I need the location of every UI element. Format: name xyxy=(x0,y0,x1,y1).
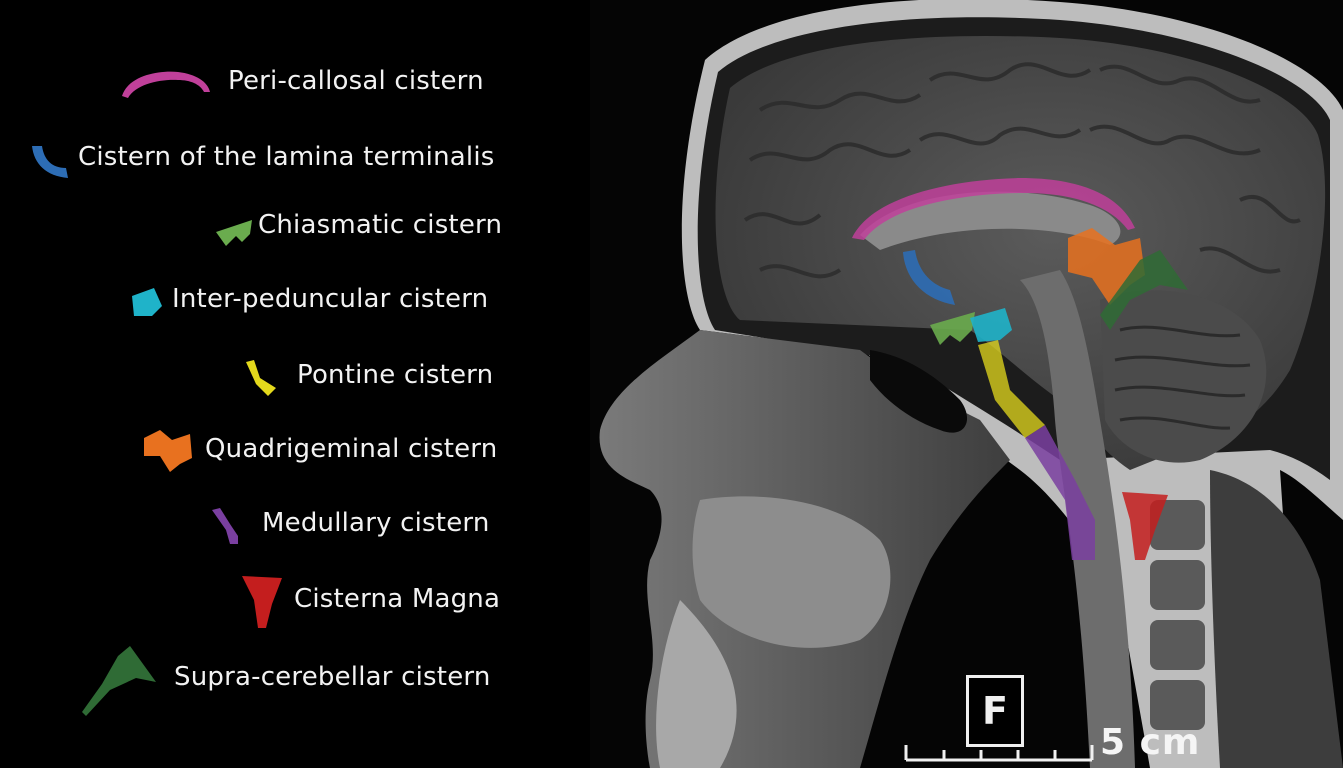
interpeduncular-shape-icon xyxy=(132,288,162,316)
quadrigeminal-shape-icon xyxy=(144,430,192,472)
overlay-supracerebellar xyxy=(1100,250,1188,330)
overlay-lamina-terminalis xyxy=(903,250,955,305)
lamina-terminalis-shape-icon xyxy=(32,146,68,178)
overlay-interpeduncular xyxy=(970,308,1012,342)
legend-label-cisterna-magna: Cisterna Magna xyxy=(294,584,501,614)
legend-label-supracerebellar: Supra-cerebellar cistern xyxy=(174,662,491,692)
chiasmatic-shape-icon xyxy=(216,220,252,246)
overlay-chiasmatic xyxy=(930,312,975,345)
pericallosal-shape-icon xyxy=(122,71,210,98)
overlay-cisterna-magna xyxy=(1122,492,1168,560)
legend-label-medullary: Medullary cistern xyxy=(262,508,490,538)
overlay-medullary xyxy=(1025,425,1095,560)
legend-label-interpeduncular: Inter-peduncular cistern xyxy=(172,284,489,314)
overlay-pontine xyxy=(978,340,1045,438)
legend-label-quadrigeminal: Quadrigeminal cistern xyxy=(205,434,498,464)
orientation-marker: F xyxy=(966,675,1024,747)
cisterna-magna-shape-icon xyxy=(242,576,282,628)
pontine-shape-icon xyxy=(246,360,276,396)
legend-label-chiasmatic: Chiasmatic cistern xyxy=(258,210,503,240)
overlay-pericallosal xyxy=(852,178,1135,240)
medullary-shape-icon xyxy=(212,508,238,544)
legend-label-lamina-terminalis: Cistern of the lamina terminalis xyxy=(78,142,495,172)
legend-label-pontine: Pontine cistern xyxy=(297,360,494,390)
scale-bar-label: 5 cm xyxy=(1100,722,1201,763)
legend-label-pericallosal: Peri-callosal cistern xyxy=(228,66,484,96)
supracerebellar-shape-icon xyxy=(82,646,156,716)
